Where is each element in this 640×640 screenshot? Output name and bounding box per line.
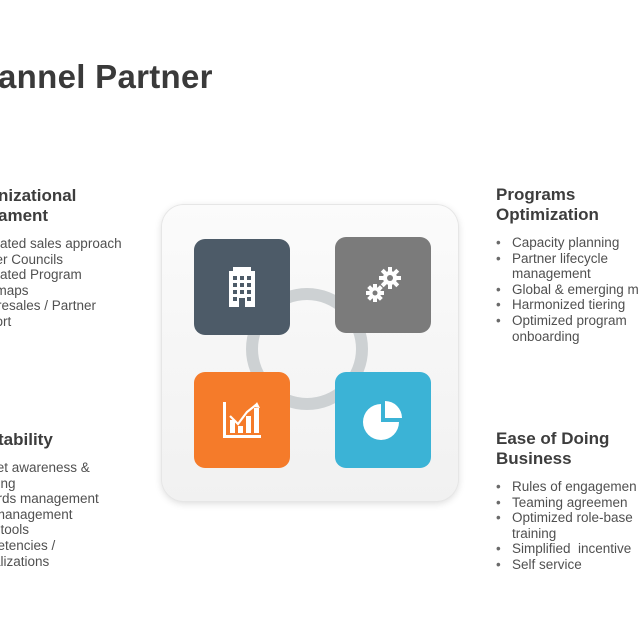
page-title: annel Partner — [0, 58, 213, 95]
list-item: petencies / — [0, 537, 56, 553]
list-item: ner Councils — [0, 251, 64, 267]
list-item-text: Optimized program — [512, 312, 627, 328]
programs-block: Programs Optimization Capacity planning … — [496, 185, 639, 344]
list-item: ializations — [0, 553, 50, 569]
accountability-block: tability cet awareness & ding ards manag… — [0, 430, 99, 569]
ease-list: Rules of engagemen Teaming agreemen Opti… — [496, 479, 637, 573]
list-item: Self service — [496, 557, 637, 573]
list-item: Capacity planning — [496, 235, 639, 251]
accountability-list: cet awareness & ding ards management man… — [0, 460, 99, 569]
list-item-text: Optimized role-base — [512, 510, 633, 526]
programs-heading: Programs Optimization — [496, 185, 639, 225]
ease-heading-line2: Business — [496, 449, 572, 468]
list-item-continuation: onboarding — [512, 328, 580, 344]
list-item: Presales / Partner — [0, 298, 97, 314]
programs-heading-line2: Optimization — [496, 205, 599, 224]
list-item: s tools — [0, 522, 30, 538]
gears-icon — [366, 267, 401, 302]
ease-block: Ease of Doing Business Rules of engageme… — [496, 429, 637, 573]
list-item-text: Partner lifecycle — [512, 250, 609, 266]
list-item: Global & emerging m — [496, 282, 639, 298]
list-item: grated sales approach — [0, 236, 122, 251]
list-item: management — [0, 506, 73, 522]
ease-heading: Ease of Doing Business — [496, 429, 637, 469]
pie-chart-icon — [363, 401, 402, 440]
accountability-heading: tability — [0, 430, 53, 449]
building-icon — [229, 267, 255, 307]
list-item: Rules of engagemen — [496, 479, 637, 495]
building-tile — [194, 239, 290, 335]
list-item: grated Program — [0, 267, 82, 283]
organizational-heading-line2: ament — [0, 206, 49, 225]
chart-tile — [194, 372, 290, 468]
list-item-continuation: management — [512, 266, 591, 282]
list-item: cet awareness & — [0, 460, 90, 475]
programs-list: Capacity planning Partner lifecyclemanag… — [496, 235, 639, 344]
list-item: Harmonized tiering — [496, 297, 639, 313]
organizational-heading: nizational ament — [0, 186, 122, 226]
pie-tile — [335, 372, 431, 468]
list-item: Simplified incentive — [496, 541, 637, 557]
list-item: dmaps — [0, 282, 29, 298]
organizational-list: grated sales approach ner Councils grate… — [0, 236, 122, 330]
programs-heading-line1: Programs — [496, 185, 576, 204]
list-item: Teaming agreemen — [496, 495, 637, 511]
gears-tile — [335, 237, 431, 333]
bar-chart-icon — [223, 402, 261, 438]
list-item-continuation: training — [512, 525, 557, 541]
list-item: ding — [0, 475, 16, 491]
organizational-heading-line1: nizational — [0, 186, 77, 205]
list-item: ards management — [0, 491, 99, 507]
organizational-block: nizational ament grated sales approach n… — [0, 186, 122, 330]
list-item: port — [0, 313, 12, 329]
ease-heading-line1: Ease of Doing — [496, 429, 610, 448]
